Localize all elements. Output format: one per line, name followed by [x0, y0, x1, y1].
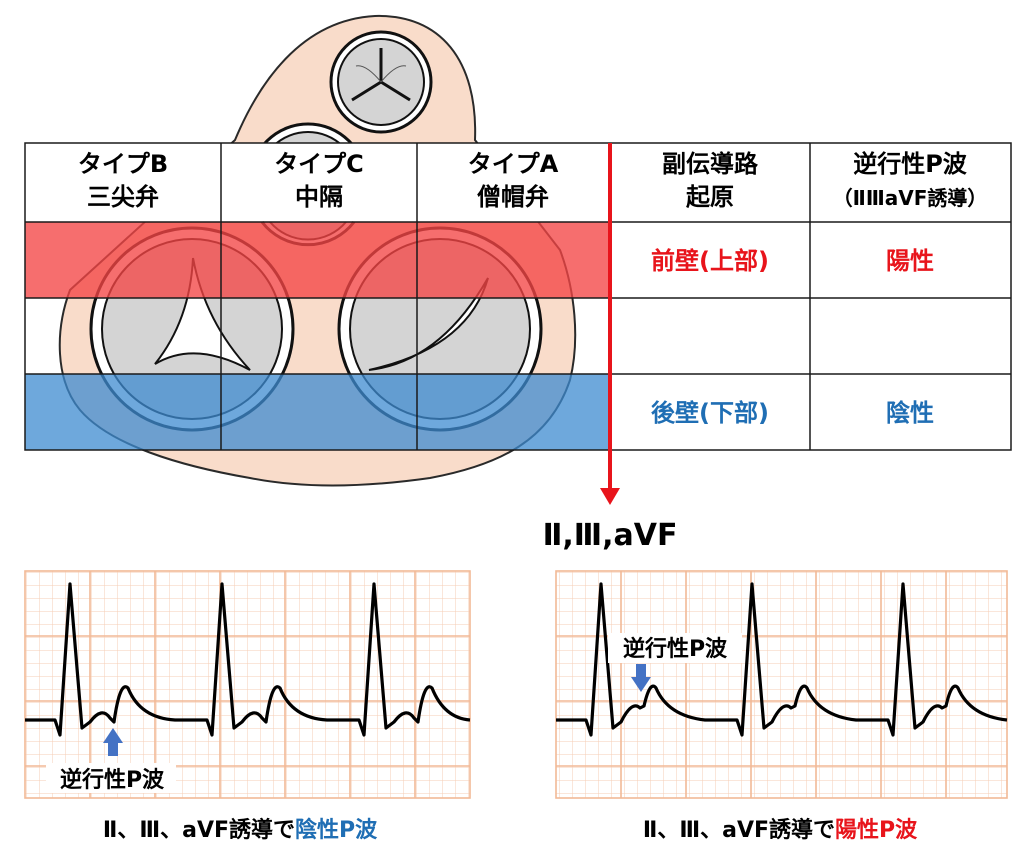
ecg-right-trace	[556, 582, 1008, 737]
ecg-right-down-arrow	[631, 664, 651, 692]
table-grid	[24, 142, 1012, 451]
ecg-left-caption-highlight: 陰性P波	[295, 817, 378, 843]
table-header-background	[25, 143, 1011, 222]
ecg-right-caption: Ⅱ、Ⅲ、aVF誘導で陽性P波	[643, 817, 918, 843]
col-header-4-line1: 副伝導路	[662, 150, 759, 178]
ecg-right-caption-prefix: Ⅱ、Ⅲ、aVF誘導で	[643, 817, 835, 843]
ecg-left-up-arrow	[103, 728, 123, 756]
row-posterior-p-wave: 陰性	[886, 399, 934, 427]
col-header-5-line1: 逆行性P波	[853, 150, 968, 178]
anterior-band	[25, 222, 610, 298]
ecg-left-annotation: 逆行性P波	[60, 767, 165, 793]
ecg-right: 逆行性P波	[555, 570, 1008, 799]
row-anterior-origin: 前壁(上部)	[651, 247, 769, 275]
posterior-band	[25, 374, 610, 450]
col-header-4-line2: 起原	[685, 183, 734, 211]
row-anterior-p-wave: 陽性	[886, 247, 934, 275]
ecg-left-trace	[25, 582, 471, 737]
row-posterior-origin: 後壁(下部)	[651, 399, 769, 427]
col-header-2-line2: 中隔	[295, 183, 343, 211]
ecg-left: 逆行性P波	[24, 570, 471, 799]
ecg-left-caption: Ⅱ、Ⅲ、aVF誘導で陰性P波	[103, 817, 378, 843]
ecg-right-caption-highlight: 陽性P波	[835, 818, 918, 843]
aortic-valve	[329, 30, 433, 134]
col-header-1-line2: 三尖弁	[87, 183, 159, 211]
col-header-2-line1: タイプC	[274, 150, 364, 178]
col-header-5-line2: （ⅡⅢaVF誘導）	[833, 186, 988, 210]
col-header-1-line1: タイプB	[78, 150, 168, 178]
table-header: タイプB 三尖弁 タイプC 中隔 タイプA 僧帽弁 副伝導路 起原 逆行性P波 …	[78, 150, 988, 211]
ecg-left-caption-prefix: Ⅱ、Ⅲ、aVF誘導で	[103, 817, 295, 843]
col-header-3-line1: タイプA	[468, 150, 559, 178]
col-header-3-line2: 僧帽弁	[477, 183, 549, 211]
red-down-arrow	[600, 143, 620, 505]
ecg-right-fine-grid	[556, 571, 1007, 798]
ecg-left-fine-grid	[25, 571, 470, 798]
leads-label: Ⅱ,Ⅲ,aVF	[543, 518, 678, 553]
table-body: 前壁(上部) 陽性 後壁(下部) 陰性	[651, 247, 934, 427]
ecg-right-annotation: 逆行性P波	[623, 636, 728, 662]
